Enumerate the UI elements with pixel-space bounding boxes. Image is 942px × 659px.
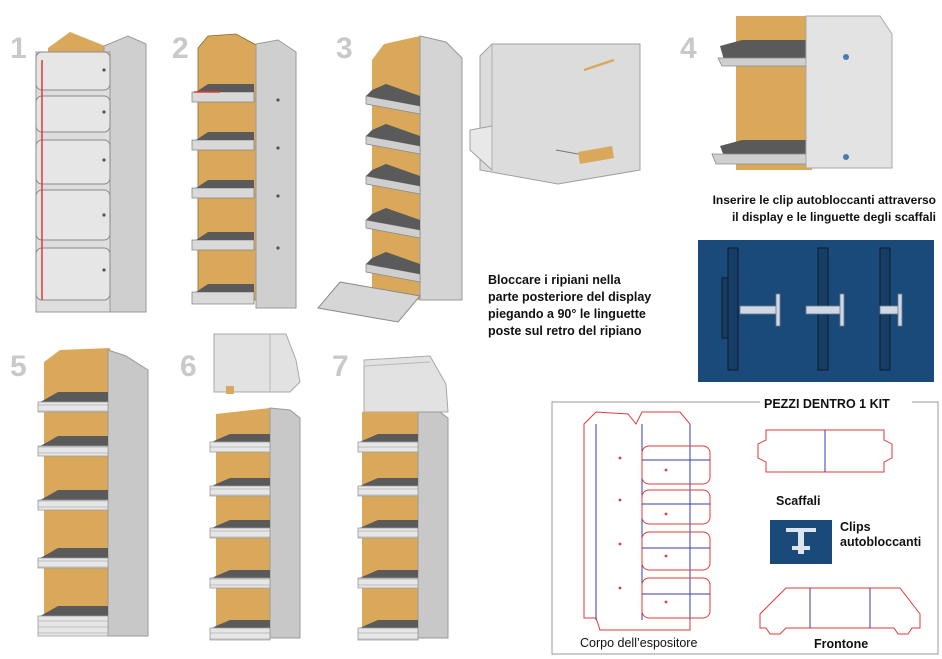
step-2-illustration [191, 33, 297, 309]
kit-contents-box [551, 396, 939, 655]
step-3-illustration [317, 35, 463, 323]
step-number-5: 5 [10, 350, 27, 383]
clip-instruction-text: Inserire le clip autobloccanti attravers… [690, 192, 936, 226]
step-7-illustration [357, 355, 449, 641]
clips-label-line-2: autobloccanti [840, 535, 922, 549]
step-number-4: 4 [680, 32, 697, 65]
step-4-illustration [711, 15, 893, 170]
scaffali-pattern [757, 429, 893, 473]
scaffali-label: Scaffali [776, 494, 821, 508]
shelf-tab-detail-illustration [469, 43, 641, 185]
step-6-illustration [209, 333, 301, 641]
step-number-1: 1 [10, 32, 27, 65]
clip-sequence-panel [698, 240, 934, 382]
clips-label: Clips autobloccanti [840, 520, 921, 550]
step-1-illustration [35, 32, 147, 313]
step-number-6: 6 [180, 350, 197, 383]
shelf-instruction-line-1: Bloccare i ripiani nella [488, 273, 621, 287]
shelf-instruction-line-3: piegando a 90° le linguette [488, 307, 646, 321]
step-number-3: 3 [336, 32, 353, 65]
step-number-2: 2 [172, 32, 189, 65]
shelf-instruction-text: Bloccare i ripiani nella parte posterior… [488, 272, 684, 340]
corpo-label: Corpo dell’espositore [580, 636, 698, 650]
step-5-illustration [37, 348, 149, 637]
clips-label-line-1: Clips [840, 520, 871, 534]
corpo-espositore-pattern [583, 411, 711, 631]
kit-title: PEZZI DENTRO 1 KIT [764, 397, 890, 411]
step-number-7: 7 [332, 350, 349, 383]
frontone-pattern [759, 587, 921, 635]
clip-instruction-line-2: il display e le linguette degli scaffali [731, 210, 936, 224]
frontone-label: Frontone [814, 637, 869, 651]
shelf-instruction-line-4: poste sul retro del ripiano [488, 324, 642, 338]
shelf-instruction-line-2: parte posteriore del display [488, 290, 652, 304]
clip-instruction-line-1: Inserire le clip autobloccanti attravers… [712, 193, 936, 207]
clips-icon [770, 520, 832, 564]
